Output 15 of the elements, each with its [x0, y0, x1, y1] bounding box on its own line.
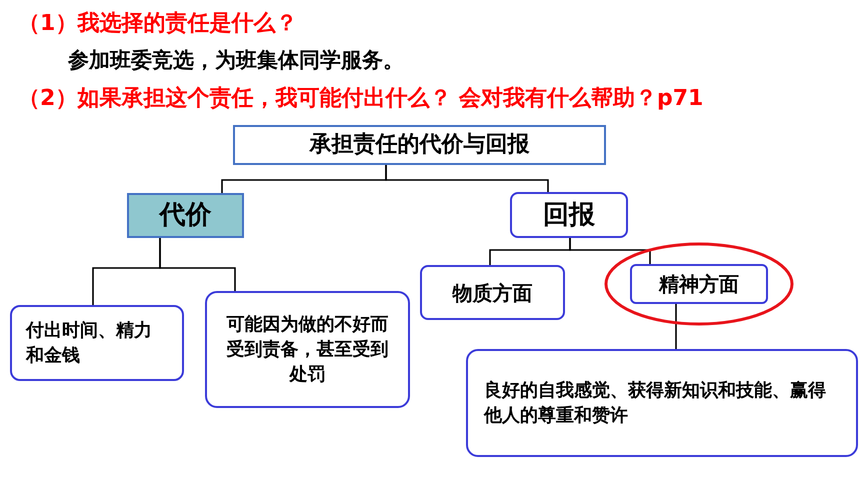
item-box: 付出时间、精力和金钱	[10, 305, 184, 381]
category-box: 代价	[127, 193, 244, 238]
heading-text: （1）我选择的责任是什么？	[18, 10, 298, 38]
connector-line	[569, 238, 651, 264]
connector-line	[159, 238, 236, 291]
title-box: 承担责任的代价与回报	[233, 125, 606, 165]
connector-line	[675, 304, 677, 349]
heading-text: 参加班委竞选，为班集体同学服务。	[68, 47, 404, 74]
aspect-box: 精神方面	[630, 264, 768, 304]
item-box: 可能因为做的不好而受到责备，甚至受到处罚	[205, 291, 410, 408]
result-box: 良好的自我感觉、获得新知识和技能、赢得他人的尊重和赞许	[466, 349, 858, 457]
aspect-box: 物质方面	[420, 265, 565, 320]
category-box: 回报	[510, 192, 628, 238]
connector-line	[385, 165, 549, 192]
heading-text: （2）如果承担这个责任，我可能付出什么？ 会对我有什么帮助？p71	[18, 85, 704, 113]
